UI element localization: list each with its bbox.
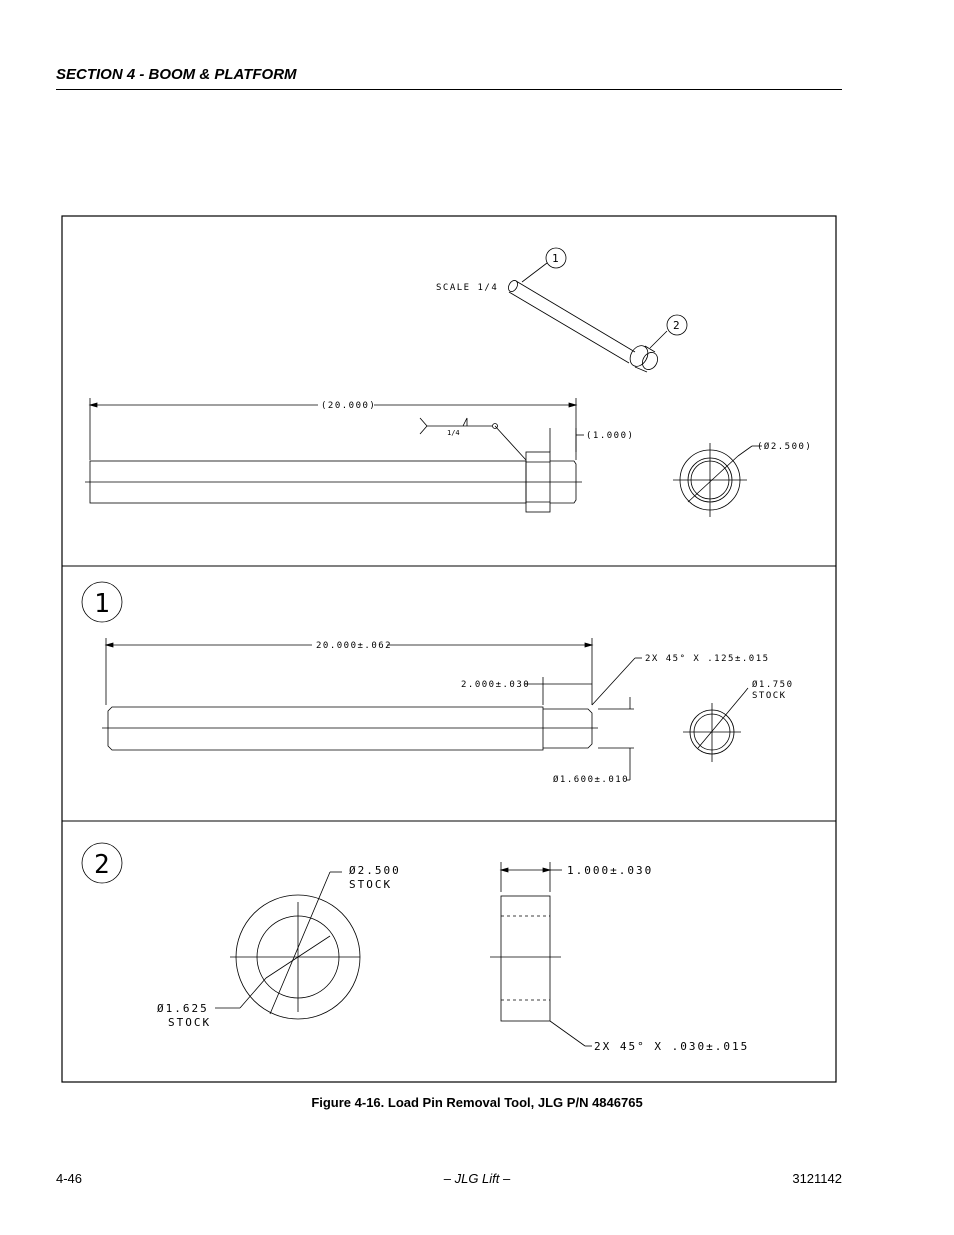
part1-chamfer-dim: 2X 45° X .125±.015 <box>645 654 770 664</box>
head-length-dim: (1.000) <box>586 431 634 441</box>
balloon-1-part-label: 1 <box>94 589 112 619</box>
part1-step-length-dim: 2.000±.030 <box>461 680 530 690</box>
part2-thickness-dim: 1.000±.030 <box>567 864 653 877</box>
weld-size-label: 1/4 <box>447 429 460 437</box>
part2-outer-dia: Ø2.500 <box>349 864 401 877</box>
assembly-diameter-dim: (Ø2.500) <box>757 441 812 452</box>
isometric-pin <box>508 262 668 373</box>
header-rule <box>56 89 842 90</box>
section-title: SECTION 4 - BOOM & PLATFORM <box>56 66 297 83</box>
part2-panel <box>81 842 592 1047</box>
part1-step-dia-dim: Ø1.600±.010 <box>553 774 629 785</box>
part1-stock-dia: Ø1.750 <box>752 679 794 690</box>
part1-length-dim: 20.000±.062 <box>316 641 392 651</box>
part2-inner-dia: Ø1.625 <box>157 1002 209 1015</box>
scale-label: SCALE 1/4 <box>436 283 498 293</box>
balloon-2-assembly-label: 2 <box>673 319 682 332</box>
figure-caption: Figure 4-16. Load Pin Removal Tool, JLG … <box>311 1095 643 1110</box>
part2-outer-stock: STOCK <box>349 878 392 891</box>
part1-panel <box>81 581 749 781</box>
balloon-2-assembly <box>666 314 688 336</box>
footer-brand: – JLG Lift – <box>443 1171 511 1186</box>
balloon-2-part-label: 2 <box>94 850 112 880</box>
assembly-panel <box>85 247 762 517</box>
balloon-2-part <box>81 842 123 884</box>
page-number: 4-46 <box>56 1171 83 1186</box>
balloon-1-assembly <box>545 247 567 269</box>
drawing-frame <box>61 215 837 1083</box>
balloon-1-assembly-label: 1 <box>552 252 561 265</box>
document-number: 3121142 <box>792 1171 842 1186</box>
part2-chamfer-dim: 2X 45° X .030±.015 <box>594 1040 749 1053</box>
part2-inner-stock: STOCK <box>168 1016 211 1029</box>
part1-stock-label: STOCK <box>752 691 787 701</box>
balloon-1-part <box>81 581 123 623</box>
overall-length-dim: (20.000) <box>321 401 376 411</box>
